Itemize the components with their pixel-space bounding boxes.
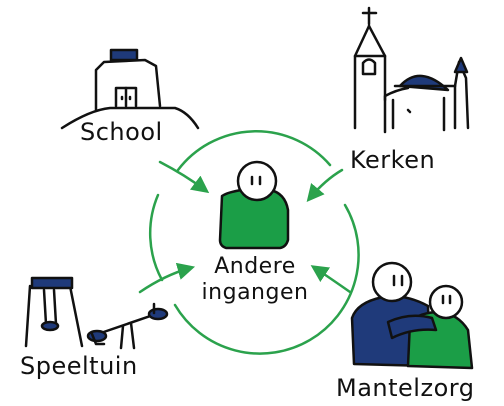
person-icon xyxy=(218,160,290,250)
arrows xyxy=(138,160,352,294)
center-label: Andere ingangen xyxy=(190,254,320,306)
arrow-from-kerken xyxy=(306,168,344,203)
arrow-from-school xyxy=(158,160,210,194)
label-school: School xyxy=(80,118,163,146)
church-icon xyxy=(353,6,470,134)
school-building-icon xyxy=(60,48,200,130)
center-label-line1: Andere xyxy=(214,254,296,279)
caregivers-icon xyxy=(350,261,474,370)
label-kerken: Kerken xyxy=(350,146,436,174)
center-label-line2: ingangen xyxy=(201,280,309,305)
playground-icon xyxy=(24,276,169,350)
cycle-circle xyxy=(148,130,360,355)
label-speeltuin: Speeltuin xyxy=(20,352,138,380)
label-mantelzorg: Mantelzorg xyxy=(336,374,475,402)
arrow-from-mantelzorg xyxy=(310,265,352,294)
arrow-from-speeltuin xyxy=(138,262,196,294)
